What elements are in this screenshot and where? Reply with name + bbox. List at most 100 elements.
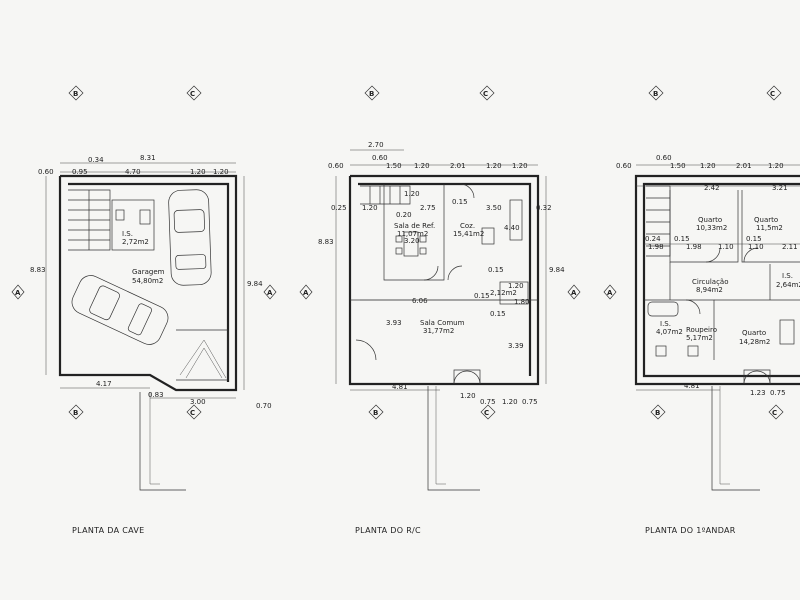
dim-label: 2.01: [450, 162, 466, 170]
door-swing: [447, 265, 463, 281]
room-area: 31,77m2: [423, 327, 454, 335]
exterior-ground: [711, 386, 760, 491]
axis-marker-c: C: [186, 404, 202, 420]
svg-text:C: C: [190, 90, 195, 98]
room-name: Coz.: [460, 222, 475, 230]
exterior-wall: [58, 174, 238, 392]
axis-marker-b: B: [68, 85, 84, 101]
svg-text:B: B: [369, 90, 374, 98]
room-name: I.S.: [782, 272, 793, 280]
car-icon: [168, 189, 212, 286]
dim-label: 1.20: [508, 282, 524, 290]
dim-label: 1.20: [414, 162, 430, 170]
dim-label: 4.81: [392, 383, 408, 391]
door-swing: [685, 299, 701, 315]
room-area: 2,12m2: [490, 289, 517, 297]
dim-label: 1.20: [213, 168, 229, 176]
room-area: 2,64m2: [776, 281, 800, 289]
dim-label: 4.70: [125, 168, 141, 176]
dim-label: 0.60: [38, 168, 54, 176]
dim-label: 1.20: [512, 162, 528, 170]
dim-label: 0.95: [72, 168, 88, 176]
room-name: Quarto: [754, 216, 778, 224]
section-marker-a: A: [567, 284, 581, 300]
axis-markers-top: B C B C B C: [68, 85, 782, 101]
car-icon: [71, 275, 169, 345]
svg-text:B: B: [73, 409, 78, 417]
svg-text:C: C: [484, 409, 489, 417]
dim-label: 0.15: [452, 198, 468, 206]
kitchen-fixtures: [459, 183, 523, 245]
axis-marker-b: B: [368, 404, 384, 420]
svg-text:C: C: [770, 90, 775, 98]
dim-label: 0.75: [480, 398, 496, 406]
dim-label: 1.23: [750, 389, 766, 397]
dim-label: 0.60: [656, 154, 672, 162]
room-name: I.S.: [660, 320, 671, 328]
axis-marker-b: B: [364, 85, 380, 101]
room-area: 5,17m2: [686, 334, 713, 342]
dim-label: 0.15: [746, 235, 762, 243]
dim-label: 1.20: [404, 190, 420, 198]
ramp: [176, 329, 229, 381]
room-name: Quarto: [742, 329, 766, 337]
section-markers-a: A A A A A: [11, 284, 617, 300]
dim-label: 0.75: [522, 398, 538, 406]
dim-label: 1.20: [362, 204, 378, 212]
dim-label: 2.01: [736, 162, 752, 170]
dim-label: 3.93: [386, 319, 402, 327]
svg-text:B: B: [653, 90, 658, 98]
axis-marker-b: B: [650, 404, 666, 420]
dim-label: 6.06: [412, 297, 428, 305]
balcony-door: [743, 369, 771, 385]
dim-label: 1.50: [386, 162, 402, 170]
axis-marker-c: C: [479, 85, 495, 101]
dim-label: 0.60: [616, 162, 632, 170]
dim-label: 0.15: [488, 266, 504, 274]
dim-label: 8.83: [318, 238, 334, 246]
exterior-ground: [139, 392, 186, 491]
room-area: 11,5m2: [756, 224, 783, 232]
room-area: 4,07m2: [656, 328, 683, 336]
room-area: 15,41m2: [453, 230, 484, 238]
dim-label: 1.50: [670, 162, 686, 170]
exterior-ground: [427, 386, 480, 491]
svg-text:C: C: [483, 90, 488, 98]
dim-label: 1.20: [460, 392, 476, 400]
axis-marker-c: C: [766, 85, 782, 101]
dim-label: 3.20: [404, 237, 420, 245]
svg-text:C: C: [190, 409, 195, 417]
room-area: 11,07m2: [397, 230, 428, 238]
entrance-door: [453, 369, 481, 385]
exterior-wall: [634, 174, 800, 386]
dim-label: 0.15: [474, 292, 490, 300]
svg-text:C: C: [772, 409, 777, 417]
dim-label: 0.70: [256, 402, 272, 410]
wc-room: [111, 199, 155, 251]
dim-label: 9.84: [247, 280, 263, 288]
plan-title: PLANTA DO 1ºANDAR: [645, 526, 736, 535]
room-name: Garagem: [132, 268, 165, 276]
room-area: 10,33m2: [696, 224, 727, 232]
dim-label: 0.15: [490, 310, 506, 318]
svg-text:A: A: [607, 289, 613, 297]
room-name: Roupeiro: [686, 326, 717, 334]
stair: [360, 185, 411, 205]
dim-label: 0.15: [674, 235, 690, 243]
svg-text:A: A: [303, 289, 309, 297]
room-area: 54,80m2: [132, 277, 163, 285]
section-marker-a: A: [263, 284, 277, 300]
plan-title: PLANTA DA CAVE: [72, 526, 145, 535]
dim-label: 1.80: [514, 298, 530, 306]
dim-label: 1.20: [502, 398, 518, 406]
dim-label: 0.34: [88, 156, 104, 164]
section-marker-a: A: [299, 284, 313, 300]
svg-text:B: B: [73, 90, 78, 98]
dim-label: 0.60: [372, 154, 388, 162]
dim-label: 0.83: [148, 391, 164, 399]
dim-label: 8.31: [140, 154, 156, 162]
dim-label: 2.75: [420, 204, 436, 212]
dim-label: 1.20: [700, 162, 716, 170]
dim-label: 0.25: [331, 204, 347, 212]
